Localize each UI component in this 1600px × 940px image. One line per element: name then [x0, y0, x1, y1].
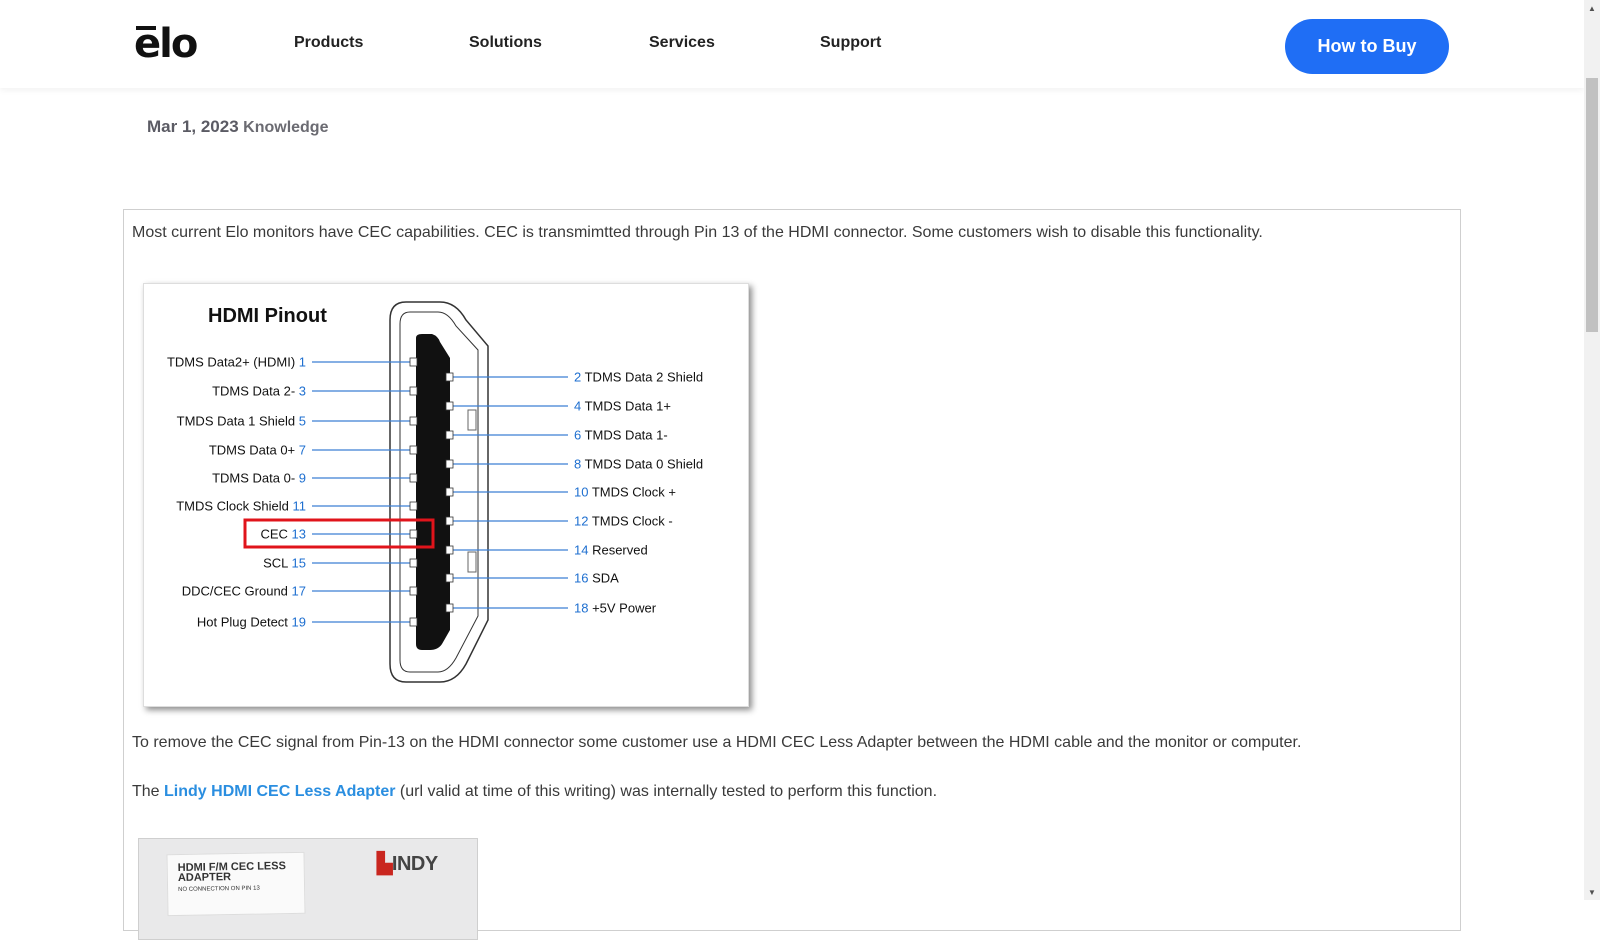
right-pin-contact-2	[445, 372, 454, 382]
left-pin-label-15: SCL 15	[263, 556, 306, 571]
nav-support[interactable]: Support	[820, 34, 882, 51]
left-pin-label-17: DDC/CEC Ground 17	[182, 584, 306, 599]
lindy-logo: ▙INDY	[377, 853, 438, 875]
left-pin-label-7: TDMS Data 0+ 7	[209, 443, 306, 458]
right-pin-contact-16	[445, 573, 454, 583]
left-pin-label-11: TMDS Clock Shield 11	[176, 499, 306, 514]
right-pin-label-6: 6 TMDS Data 1-	[574, 428, 668, 443]
how-to-buy-button[interactable]: How to Buy	[1285, 19, 1449, 74]
right-pin-label-14: 14 Reserved	[574, 543, 648, 558]
connector-outline	[389, 301, 489, 683]
article-date: Mar 1, 2023	[147, 117, 239, 136]
left-pin-label-9: TDMS Data 0- 9	[212, 471, 306, 486]
cec-highlight-box	[243, 518, 435, 549]
article-body: Most current Elo monitors have CEC capab…	[123, 209, 1461, 940]
left-pin-label-19: Hot Plug Detect 19	[197, 615, 306, 630]
right-pin-label-10: 10 TMDS Clock +	[574, 485, 676, 500]
scroll-up-arrow-icon[interactable]: ▲	[1588, 3, 1596, 13]
nav-products[interactable]: Products	[294, 34, 364, 51]
connector-notch-top	[467, 409, 477, 431]
right-pin-contact-4	[445, 401, 454, 411]
logo-accent-bar	[136, 26, 156, 30]
connector-pin-block	[416, 334, 450, 650]
left-pin-contact-7	[409, 445, 418, 455]
elo-logo[interactable]: elo	[134, 24, 198, 66]
right-pin-contact-14	[445, 545, 454, 555]
right-pin-label-4: 4 TMDS Data 1+	[574, 399, 671, 414]
left-pin-contact-11	[409, 501, 418, 511]
left-pin-label-5: TMDS Data 1 Shield 5	[177, 414, 306, 429]
lindy-adapter-link[interactable]: Lindy HDMI CEC Less Adapter	[164, 783, 396, 800]
nav-solutions[interactable]: Solutions	[469, 34, 542, 51]
left-pin-label-3: TDMS Data 2- 3	[212, 384, 306, 399]
lindy-logo-l-icon: ▙	[377, 853, 392, 875]
right-pin-label-2: 2 TDMS Data 2 Shield	[574, 370, 703, 385]
right-pin-label-18: 18 +5V Power	[574, 601, 657, 616]
right-pin-contact-12	[445, 516, 454, 526]
article-category[interactable]: Knowledge	[243, 119, 329, 136]
right-pin-contact-8	[445, 459, 454, 469]
right-pin-contact-6	[445, 430, 454, 440]
left-pin-contact-5	[409, 416, 418, 426]
lindy-suffix: (url valid at time of this writing) was …	[399, 783, 938, 800]
lindy-paragraph: The Lindy HDMI CEC Less Adapter (url val…	[132, 783, 937, 801]
article-meta: Mar 1, 2023 Knowledge	[147, 117, 328, 137]
left-pin-contact-3	[409, 386, 418, 396]
right-pin-label-12: 12 TMDS Clock -	[574, 514, 673, 529]
left-pin-contact-1	[409, 357, 418, 367]
right-pin-contact-18	[445, 603, 454, 613]
lindy-prefix: The	[132, 783, 160, 800]
left-pin-contact-19	[409, 617, 418, 627]
scroll-down-arrow-icon[interactable]: ▼	[1588, 887, 1596, 897]
left-pin-contact-13	[409, 529, 418, 539]
left-pin-label-13: CEC 13	[260, 527, 306, 542]
left-pin-contact-15	[409, 558, 418, 568]
connector-notch-bottom	[467, 551, 477, 573]
scroll-thumb[interactable]	[1586, 78, 1598, 332]
label-line-3: NO CONNECTION ON PIN 13	[178, 885, 260, 894]
nav-services[interactable]: Services	[649, 34, 715, 51]
site-header: elo Products Solutions Services Support …	[0, 0, 1584, 88]
right-pin-label-16: 16 SDA	[574, 571, 619, 586]
right-pin-contact-10	[445, 487, 454, 497]
diagram-title: HDMI Pinout	[208, 305, 327, 327]
page-scrollbar[interactable]: ▲ ▼	[1584, 0, 1600, 900]
left-pin-contact-17	[409, 586, 418, 596]
right-pin-label-8: 8 TMDS Data 0 Shield	[574, 457, 703, 472]
left-pin-contact-9	[409, 473, 418, 483]
connector-inner-outline	[399, 311, 479, 673]
intro-paragraph: Most current Elo monitors have CEC capab…	[132, 224, 1263, 241]
left-pin-label-1: TDMS Data2+ (HDMI) 1	[167, 355, 306, 370]
logo-text: elo	[134, 21, 198, 67]
adapter-paragraph: To remove the CEC signal from Pin-13 on …	[132, 734, 1302, 751]
